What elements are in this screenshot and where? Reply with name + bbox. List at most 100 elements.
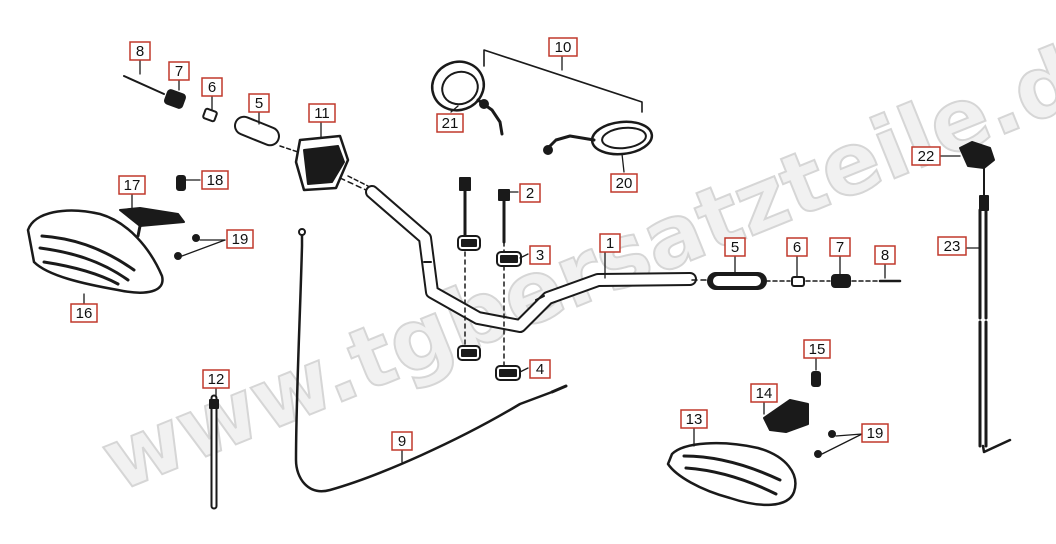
callout-number: 8 bbox=[136, 43, 144, 60]
callout-c3: 3 bbox=[529, 245, 551, 265]
callout-c14: 14 bbox=[750, 383, 778, 403]
callout-box bbox=[129, 41, 151, 61]
callout-number: 23 bbox=[944, 238, 961, 255]
callout-box bbox=[937, 236, 967, 256]
right-hand-guard bbox=[666, 441, 797, 507]
callout-c11: 11 bbox=[308, 103, 336, 123]
callout-box bbox=[70, 303, 98, 323]
callout-c7b: 7 bbox=[829, 237, 851, 257]
callout-c23: 23 bbox=[937, 236, 967, 256]
callout-number: 5 bbox=[255, 95, 263, 112]
left-grip-assembly bbox=[123, 75, 369, 192]
lower-clamps bbox=[457, 345, 521, 381]
callout-box bbox=[786, 237, 808, 257]
handlebar bbox=[339, 177, 707, 333]
callout-number: 6 bbox=[793, 239, 801, 256]
callout-c19a: 19 bbox=[226, 229, 254, 249]
callout-box bbox=[829, 237, 851, 257]
callout-number: 12 bbox=[208, 371, 225, 388]
callout-number: 13 bbox=[686, 411, 703, 428]
callout-box bbox=[529, 245, 551, 265]
callout-c6a: 6 bbox=[201, 77, 223, 97]
callout-box bbox=[248, 93, 270, 113]
callout-box bbox=[529, 359, 551, 379]
watermark-text: www.tgbersatzteile.de bbox=[88, 7, 1056, 512]
upper-clamps bbox=[457, 235, 522, 267]
callout-box bbox=[750, 383, 778, 403]
callout-number: 19 bbox=[867, 425, 884, 442]
clamp-bolts bbox=[459, 177, 510, 369]
callout-box bbox=[610, 173, 638, 193]
callout-number: 1 bbox=[606, 235, 614, 252]
left-hand-guard bbox=[26, 209, 164, 294]
callout-box bbox=[168, 61, 190, 81]
brake-cable-23 bbox=[959, 141, 1012, 454]
callout-box bbox=[201, 170, 229, 190]
callout-number: 20 bbox=[616, 175, 633, 192]
callout-box bbox=[118, 175, 146, 195]
callout-box bbox=[202, 369, 230, 389]
callout-box bbox=[911, 146, 941, 166]
callout-c10: 10 bbox=[548, 37, 578, 57]
callout-c9: 9 bbox=[391, 431, 413, 451]
callout-c5b: 5 bbox=[724, 237, 746, 257]
callout-c7a: 7 bbox=[168, 61, 190, 81]
callout-c20: 20 bbox=[610, 173, 638, 193]
left-lever-bracket bbox=[119, 175, 226, 260]
callout-c4: 4 bbox=[529, 359, 551, 379]
callout-number: 15 bbox=[809, 341, 826, 358]
callout-box bbox=[599, 233, 621, 253]
right-grip-assembly bbox=[707, 272, 902, 290]
callout-box bbox=[436, 113, 464, 133]
callout-c2: 2 bbox=[519, 183, 541, 203]
callout-box bbox=[308, 103, 336, 123]
left-mirror bbox=[430, 60, 504, 136]
callout-c8b: 8 bbox=[874, 245, 896, 265]
callout-c15: 15 bbox=[803, 339, 831, 359]
callout-c8a: 8 bbox=[129, 41, 151, 61]
callout-number: 14 bbox=[756, 385, 773, 402]
callout-number: 19 bbox=[232, 231, 249, 248]
callout-box bbox=[861, 423, 889, 443]
callout-box bbox=[724, 237, 746, 257]
callout-box bbox=[519, 183, 541, 203]
callout-c1: 1 bbox=[599, 233, 621, 253]
callout-number: 7 bbox=[175, 63, 183, 80]
callout-c5a: 5 bbox=[248, 93, 270, 113]
callout-number: 22 bbox=[918, 148, 935, 165]
right-mirror bbox=[543, 120, 654, 156]
callout-box bbox=[391, 431, 413, 451]
right-lever-bracket bbox=[763, 371, 863, 458]
callout-number: 6 bbox=[208, 79, 216, 96]
callout-number: 5 bbox=[731, 239, 739, 256]
throttle-cable-9 bbox=[294, 228, 568, 493]
callout-c16: 16 bbox=[70, 303, 98, 323]
callout-number: 4 bbox=[536, 361, 544, 378]
callout-box bbox=[201, 77, 223, 97]
callout-number: 7 bbox=[836, 239, 844, 256]
callout-c22: 22 bbox=[911, 146, 941, 166]
callout-box bbox=[874, 245, 896, 265]
mirror-bracket-line bbox=[483, 49, 643, 113]
callout-number: 10 bbox=[555, 39, 572, 56]
callout-c18: 18 bbox=[201, 170, 229, 190]
callout-c17: 17 bbox=[118, 175, 146, 195]
callout-number: 16 bbox=[76, 305, 93, 322]
callout-c21: 21 bbox=[436, 113, 464, 133]
callout-box bbox=[803, 339, 831, 359]
callout-c19b: 19 bbox=[861, 423, 889, 443]
callout-box bbox=[680, 409, 708, 429]
callout-box bbox=[548, 37, 578, 57]
callout-number: 11 bbox=[314, 105, 330, 122]
cable-12 bbox=[209, 394, 219, 510]
callout-number: 17 bbox=[124, 177, 141, 194]
leader-lines bbox=[83, 55, 981, 463]
callout-number: 3 bbox=[536, 247, 544, 264]
callout-number: 2 bbox=[526, 185, 534, 202]
callout-c13: 13 bbox=[680, 409, 708, 429]
callout-number: 9 bbox=[398, 433, 406, 450]
callout-number: 18 bbox=[207, 172, 224, 189]
